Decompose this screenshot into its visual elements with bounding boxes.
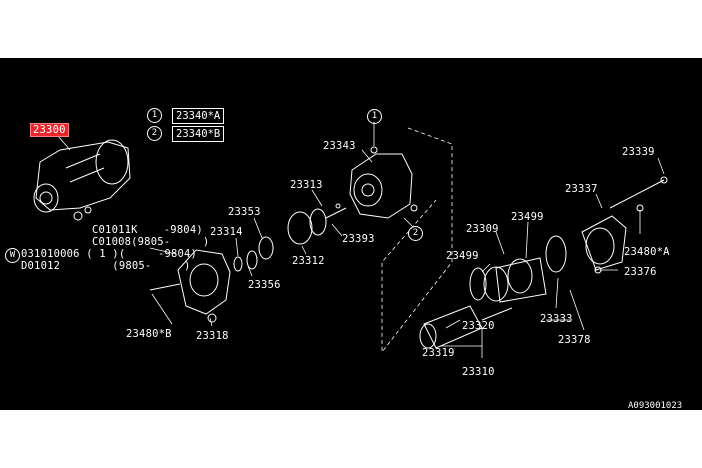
part-label-23314[interactable]: 23314 — [210, 226, 243, 238]
part-label-23318[interactable]: 23318 — [196, 330, 229, 342]
part-label-23378[interactable]: 23378 — [558, 334, 591, 346]
part-label-23393[interactable]: 23393 — [342, 233, 375, 245]
part-label-23309[interactable]: 23309 — [466, 223, 499, 235]
callout-circle-w: W — [5, 248, 20, 263]
part-label-23499-top[interactable]: 23499 — [511, 211, 544, 223]
fastener-note-line-4: D01012 (9805- ) — [21, 260, 191, 272]
callout-circle-2: 2 — [408, 226, 423, 241]
part-label-23480b[interactable]: 23480*B — [126, 328, 172, 340]
part-label-23353[interactable]: 23353 — [228, 206, 261, 218]
leader-lines — [57, 122, 665, 358]
part-label-23319[interactable]: 23319 — [422, 347, 455, 359]
end-frame-drawing — [545, 176, 668, 274]
part-label-23313[interactable]: 23313 — [290, 179, 323, 191]
exploded-parts-diagram: 1 23340*A 2 23340*B 1 2 W 23300 23343 23… — [0, 58, 702, 410]
fastener-note-line-1: C01011K -9804) — [92, 224, 203, 236]
legend-circle-2: 2 — [147, 126, 162, 141]
part-label-23333[interactable]: 23333 — [540, 313, 573, 325]
part-label-23480a[interactable]: 23480*A — [624, 246, 670, 258]
part-label-23356[interactable]: 23356 — [248, 279, 281, 291]
callout-circle-1: 1 — [367, 109, 382, 124]
part-label-23300[interactable]: 23300 — [30, 123, 69, 137]
legend-code-2: 23340*B — [172, 126, 225, 142]
part-label-23339[interactable]: 23339 — [622, 146, 655, 158]
part-label-23310[interactable]: 23310 — [462, 366, 495, 378]
part-label-23320[interactable]: 23320 — [462, 320, 495, 332]
front-bracket-drawing — [149, 249, 231, 323]
fastener-note-line-3: 031010006 ( 1 )( -9804) — [21, 248, 198, 260]
part-label-23499-bottom[interactable]: 23499 — [446, 250, 479, 262]
legend-circle-1: 1 — [147, 108, 162, 123]
diagram-id: A093001023 — [628, 401, 683, 411]
fastener-note-line-2: C01008(9805- ) — [92, 236, 210, 248]
part-label-23337[interactable]: 23337 — [565, 183, 598, 195]
part-label-23343[interactable]: 23343 — [323, 140, 356, 152]
diagram-drawing — [33, 122, 668, 358]
legend-code-1: 23340*A — [172, 108, 225, 124]
part-label-23376[interactable]: 23376 — [624, 266, 657, 278]
yoke-armature-drawing — [419, 257, 547, 349]
solenoid-housing-drawing — [349, 146, 418, 219]
part-label-23312[interactable]: 23312 — [292, 255, 325, 267]
pinion-parts-drawing — [233, 203, 347, 272]
starter-assembly-drawing — [33, 139, 131, 221]
